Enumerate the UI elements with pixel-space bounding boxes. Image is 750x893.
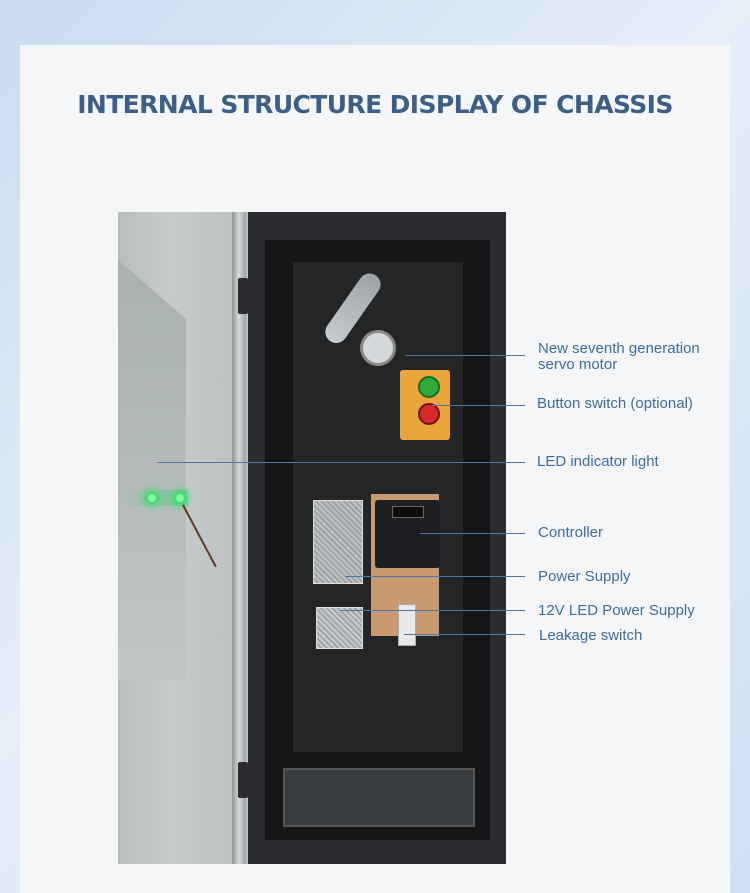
controller-display bbox=[392, 506, 424, 518]
callout-line-button bbox=[432, 405, 525, 406]
cabinet-base bbox=[283, 768, 475, 827]
label-12v-led-power: 12V LED Power Supply bbox=[538, 602, 695, 619]
label-servo-line1: New seventh generation bbox=[538, 340, 700, 357]
red-button-icon bbox=[418, 403, 440, 425]
callout-line-leakage bbox=[404, 634, 525, 635]
green-button-icon bbox=[418, 376, 440, 398]
power-supply-unit bbox=[313, 500, 363, 584]
callout-line-12v bbox=[340, 610, 525, 611]
label-controller: Controller bbox=[538, 524, 604, 541]
door-edge bbox=[232, 212, 246, 864]
callout-line-servo bbox=[405, 355, 525, 356]
page-title: INTERNAL STRUCTURE DISPLAY OF CHASSIS bbox=[77, 90, 673, 119]
label-button-switch: Button switch (optional) bbox=[537, 395, 693, 412]
led-icon bbox=[148, 494, 156, 502]
callout-line-led bbox=[157, 462, 525, 463]
led-icon bbox=[176, 494, 184, 502]
leakage-switch-unit bbox=[398, 604, 416, 646]
door-panel bbox=[118, 260, 186, 680]
label-power-supply: Power Supply bbox=[538, 568, 631, 585]
led-power-supply-unit bbox=[316, 607, 363, 649]
label-leakage-switch: Leakage switch bbox=[539, 627, 643, 644]
callout-line-controller bbox=[420, 533, 525, 534]
hinge-icon bbox=[238, 278, 248, 314]
servo-motor-icon bbox=[360, 330, 396, 366]
hinge-icon bbox=[238, 762, 248, 798]
label-led-indicator: LED indicator light bbox=[537, 453, 659, 470]
callout-line-power bbox=[345, 576, 525, 577]
label-servo-line2: servo motor bbox=[538, 356, 618, 373]
